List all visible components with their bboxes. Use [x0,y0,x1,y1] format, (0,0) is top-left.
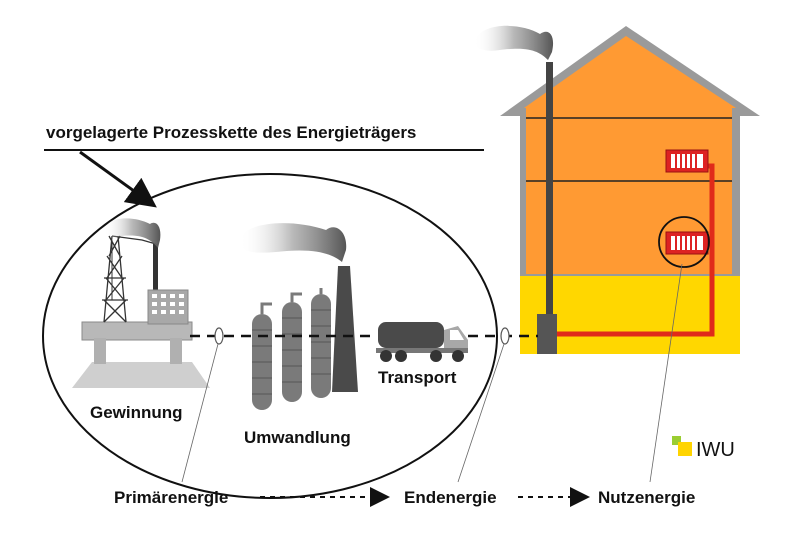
truck-wheel-1 [380,350,392,362]
house [474,25,760,354]
label-transport: Transport [378,368,457,387]
refinery-column-3 [311,294,331,398]
refinery-pipes [260,288,323,314]
leader-primary [181,343,219,483]
rig-leg-left [94,338,106,364]
rig-chimney [153,244,158,292]
radiator-highlight-circle [658,216,710,268]
heading-text: vorgelagerte Prozesskette des Energieträ… [46,123,416,142]
house-roof [524,36,736,108]
refinery [239,223,358,410]
label-nutzenergie: Nutzenergie [598,488,695,507]
heading-arrow [79,150,157,208]
iwu-logo-text: IWU [696,439,735,461]
truck-wheel-2 [395,350,407,362]
heating-pipe [557,163,715,337]
truck-chassis [376,348,468,353]
refinery-chimney [332,266,358,392]
iwu-logo-mark-green [672,436,681,445]
measure-point-primary [214,327,224,345]
leader-useful [649,263,683,483]
iwu-logo: IWU [672,436,735,461]
leader-final [457,343,505,483]
oil-rig [72,218,210,388]
rig-smoke [104,218,161,248]
label-primaerenergie: Primärenergie [114,488,228,507]
house-chimney-smoke [474,25,554,60]
seabed [72,362,210,388]
label-gewinnung: Gewinnung [90,403,183,422]
rig-derrick [102,235,128,323]
refinery-column-2 [282,302,302,402]
truck-tank [378,322,444,348]
label-endenergie: Endenergie [404,488,497,507]
rig-building-windows [152,294,184,314]
truck-wheel-3 [430,350,442,362]
radiator-lower [665,231,709,255]
rig-leg-right [170,338,182,364]
rig-platform [81,321,193,341]
rig-crane [111,235,157,245]
label-umwandlung: Umwandlung [244,428,351,447]
refinery-column-1 [252,314,272,410]
tanker-truck [376,322,468,362]
house-chimney [546,62,553,318]
measure-point-final [500,327,510,345]
boiler [537,314,557,354]
refinery-smoke [239,223,347,262]
iwu-logo-mark-yellow [678,442,692,456]
truck-wheel-4 [452,350,464,362]
truck-window [450,330,464,340]
radiator-upper [665,149,709,173]
